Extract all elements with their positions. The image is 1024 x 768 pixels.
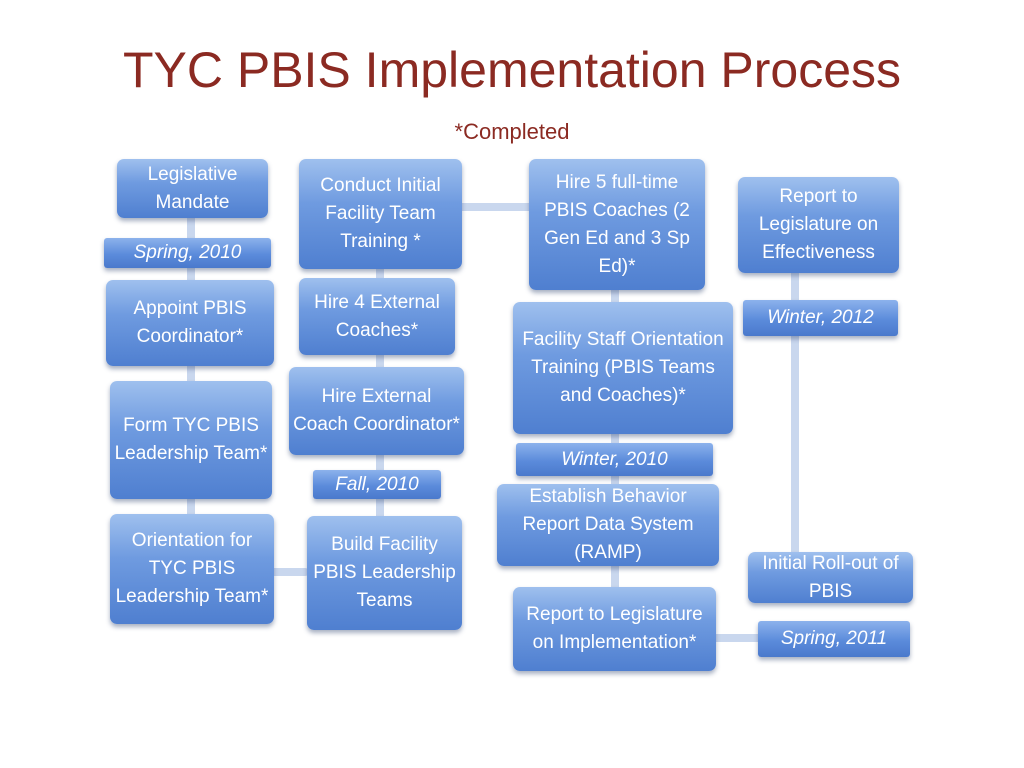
- box-initial-rollout: Initial Roll-out of PBIS: [748, 552, 913, 603]
- date-spring-2011: Spring, 2011: [758, 621, 910, 657]
- date-winter-2012: Winter, 2012: [743, 300, 898, 336]
- box-orientation-leadership-team: Orientation for TYC PBIS Leadership Team…: [110, 514, 274, 624]
- box-report-implementation: Report to Legislature on Implementation*: [513, 587, 716, 671]
- box-report-effectiveness: Report to Legislature on Effectiveness: [738, 177, 899, 273]
- box-hire-external-coaches: Hire 4 External Coaches*: [299, 278, 455, 355]
- date-fall-2010: Fall, 2010: [313, 470, 441, 499]
- box-establish-ramp: Establish Behavior Report Data System (R…: [497, 484, 719, 566]
- date-winter-2010: Winter, 2010: [516, 443, 713, 476]
- box-build-facility-teams: Build Facility PBIS Leadership Teams: [307, 516, 462, 630]
- box-legislative-mandate: Legislative Mandate: [117, 159, 268, 218]
- box-hire-coach-coordinator: Hire External Coach Coordinator*: [289, 367, 464, 455]
- box-appoint-coordinator: Appoint PBIS Coordinator*: [106, 280, 274, 366]
- page-title: TYC PBIS Implementation Process: [122, 42, 902, 98]
- box-form-leadership-team: Form TYC PBIS Leadership Team*: [110, 381, 272, 499]
- completed-legend: *Completed: [454, 119, 570, 144]
- date-spring-2010: Spring, 2010: [104, 238, 271, 268]
- box-conduct-training: Conduct Initial Facility Team Training *: [299, 159, 462, 269]
- box-hire-pbis-coaches: Hire 5 full-time PBIS Coaches (2 Gen Ed …: [529, 159, 705, 290]
- box-staff-orientation: Facility Staff Orientation Training (PBI…: [513, 302, 733, 434]
